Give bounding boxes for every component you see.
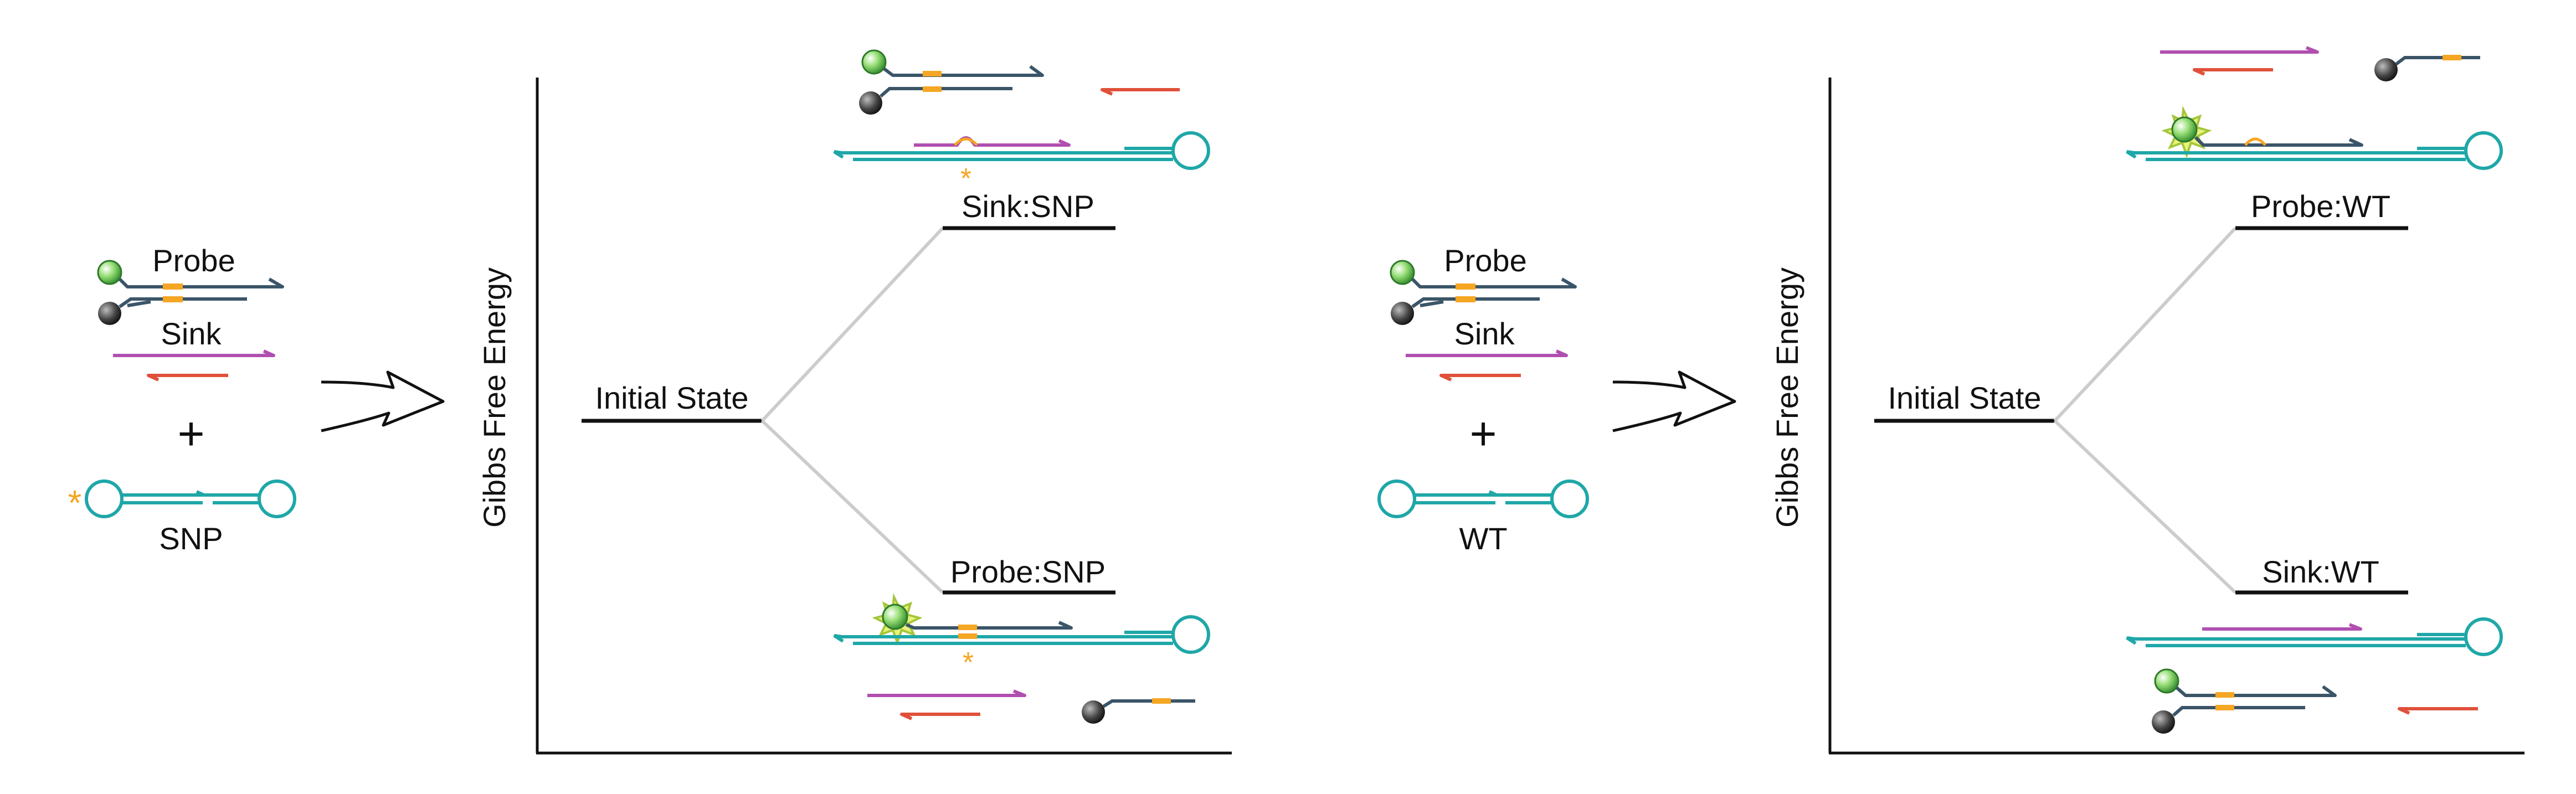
lower-state-label: Probe:SNP <box>950 554 1106 589</box>
pathway-up <box>760 226 944 422</box>
y-axis-title: Gibbs Free Energy <box>1770 267 1804 528</box>
wt-target <box>1377 480 1589 518</box>
sink-label: Sink <box>1454 316 1515 351</box>
target-label: SNP <box>159 521 223 556</box>
hairpin-loop <box>1171 131 1210 170</box>
quencher-icon <box>2374 58 2398 81</box>
target-label: WT <box>1459 521 1507 556</box>
sink-snp-complex: * <box>833 49 1210 195</box>
upper-state-label: Sink:SNP <box>961 189 1094 224</box>
fluorophore-icon <box>1390 260 1415 285</box>
fluorophore-icon <box>882 604 908 630</box>
energy-diagram-snp: Gibbs Free Energy Initial State Sink:SNP… <box>477 49 1232 755</box>
initial-state-label: Initial State <box>1888 380 2041 415</box>
hairpin-loop <box>2464 131 2503 170</box>
plus-sign: + <box>177 408 204 460</box>
quencher-icon <box>98 302 121 325</box>
hairpin-loop <box>85 480 124 518</box>
probe-complex <box>1390 260 1577 325</box>
pathway-down <box>2053 419 2237 594</box>
snp-marker: * <box>68 483 82 523</box>
fluorophore-icon <box>861 49 887 75</box>
hairpin-loop <box>1171 615 1210 654</box>
hairpin-loop <box>258 480 296 518</box>
sink-strand <box>113 349 275 357</box>
plus-sign: + <box>1469 408 1497 460</box>
upper-state-label: Probe:WT <box>2251 189 2390 224</box>
probe-label: Probe <box>1444 243 1526 278</box>
panel-snp: Probe Sink + * <box>68 49 1232 755</box>
probe-wt-complex <box>2126 46 2503 170</box>
sink-complex <box>113 349 275 381</box>
sink-complement-strand <box>147 374 228 381</box>
fluorophore-icon <box>2154 668 2179 694</box>
hairpin-loop <box>1550 480 1589 518</box>
fluorophore-icon <box>2171 116 2198 143</box>
lower-state-label: Sink:WT <box>2262 554 2379 589</box>
reactants-wt: Probe Sink + WT <box>1377 243 1589 556</box>
sink-wt-complex <box>2126 617 2503 734</box>
probe-snp-complex: * <box>833 592 1210 724</box>
initial-state-label: Initial State <box>595 380 748 415</box>
probe-label: Probe <box>152 243 235 278</box>
hairpin-loop <box>2464 617 2503 656</box>
quencher-icon <box>1082 700 1105 724</box>
snp-marker: * <box>960 163 971 195</box>
pathway-up <box>2053 226 2237 422</box>
probe-marker <box>163 283 183 290</box>
quencher-icon <box>859 91 882 115</box>
snp-marker: * <box>963 647 974 679</box>
quencher-icon <box>1391 302 1414 325</box>
sink-complex <box>1406 349 1568 381</box>
probe-complex <box>97 260 284 325</box>
pathway-down <box>760 419 944 594</box>
probe-strand <box>118 277 284 288</box>
open-arrow-icon <box>1612 370 1736 432</box>
quencher-strand <box>119 297 247 308</box>
y-axis-title: Gibbs Free Energy <box>477 267 512 528</box>
snp-target: * <box>68 480 296 523</box>
quencher-icon <box>2152 710 2175 734</box>
fluorophore-icon <box>97 260 122 285</box>
sink-label: Sink <box>161 316 222 351</box>
hairpin-loop <box>1377 480 1416 518</box>
open-arrow-icon <box>321 370 445 432</box>
energy-diagram-wt: Gibbs Free Energy Initial State Probe:WT… <box>1770 46 2524 755</box>
reactants-snp: Probe Sink + * <box>68 243 296 556</box>
panel-wt: Probe Sink + WT <box>1377 46 2524 755</box>
